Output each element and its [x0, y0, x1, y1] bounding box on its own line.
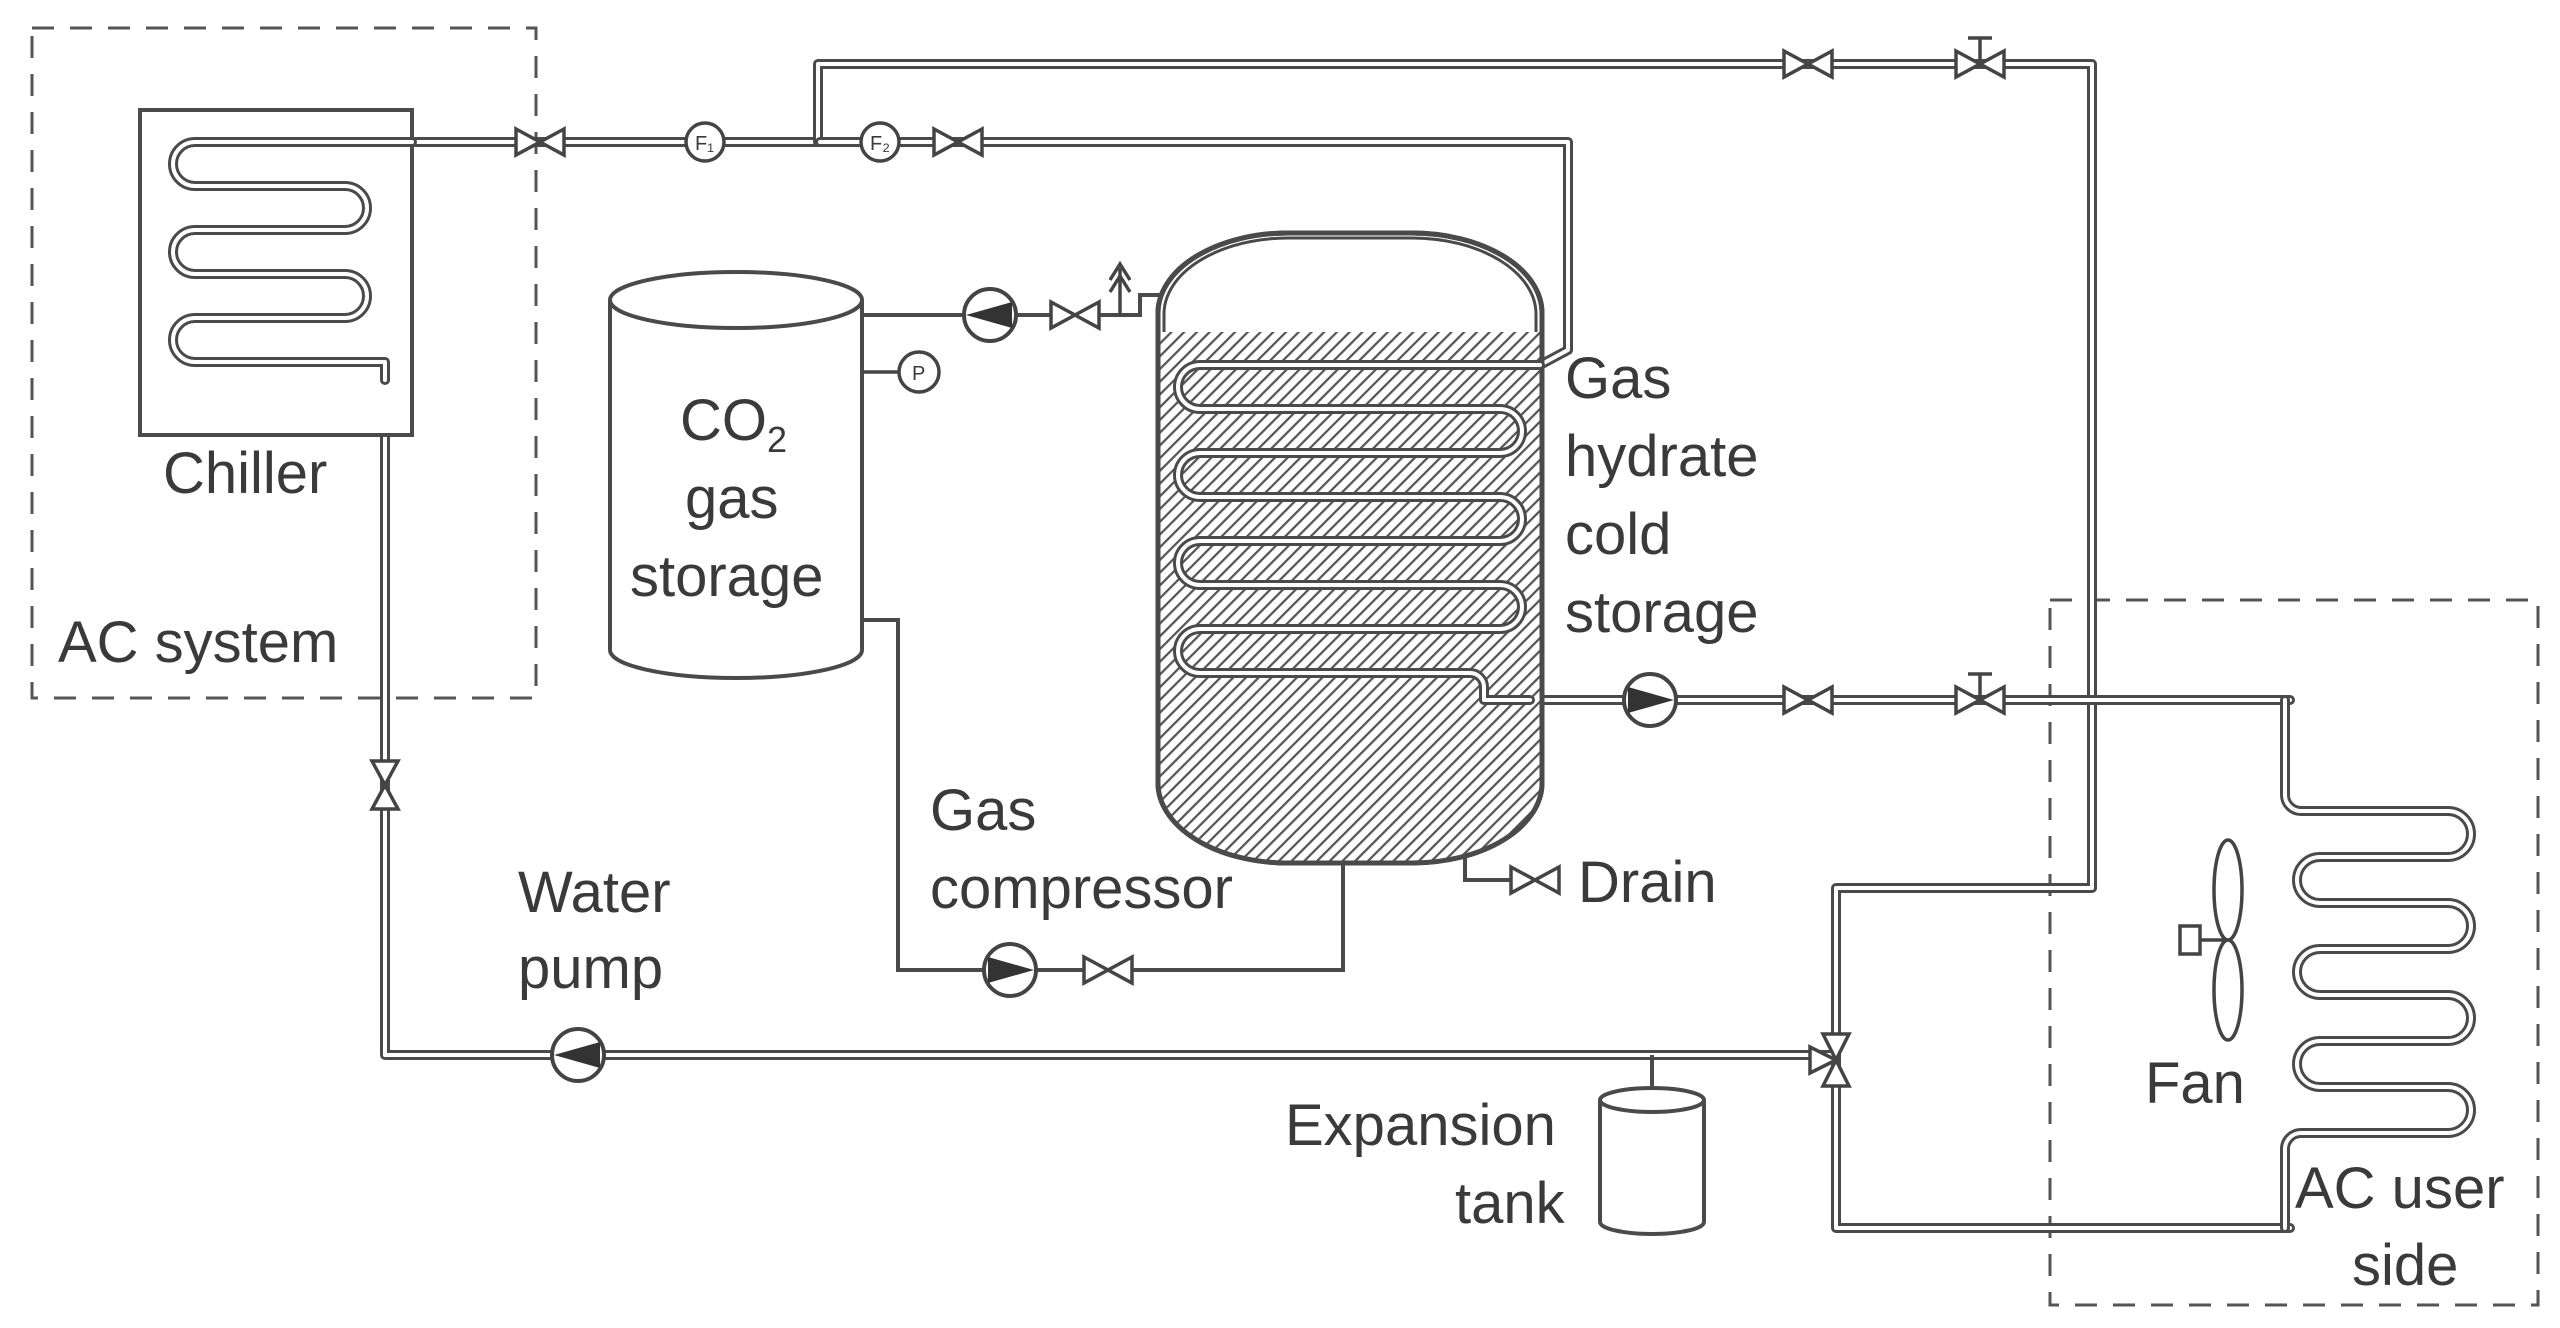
- water-pump-icon: [550, 1027, 606, 1083]
- gas-compressor-icon: [982, 942, 1038, 998]
- water-pump-label-line2: pump: [518, 936, 663, 1001]
- cold-storage-label-line3: cold: [1565, 502, 1671, 567]
- pressure-gauge-icon: P: [862, 350, 941, 394]
- ac-system-label: AC system: [58, 610, 338, 675]
- co2-storage-label-line2: gas: [685, 466, 779, 531]
- cold-storage-label-line1: Gas: [1565, 346, 1671, 411]
- fan-label: Fan: [2145, 1051, 2245, 1116]
- ac-user-side-label-line2: side: [2352, 1233, 2458, 1298]
- fan-icon: [2178, 838, 2244, 1042]
- svg-text:F₂: F₂: [870, 133, 890, 155]
- co2-storage-label-line3: storage: [630, 544, 823, 609]
- svg-text:P: P: [912, 363, 925, 385]
- user-side-coil: [2280, 695, 2476, 1233]
- ac-system-boundary: [30, 26, 538, 700]
- three-way-valve-icon: [1808, 1032, 1852, 1088]
- chiller-outlet-valve-icon: [514, 127, 566, 157]
- return-valve-icon: [370, 759, 400, 811]
- svg-text:F₁: F₁: [695, 133, 714, 155]
- supply-valve-icon: [1782, 685, 1834, 715]
- chiller-label: Chiller: [163, 441, 327, 506]
- bypass-control-valve-icon: [1954, 36, 2006, 79]
- pipe-network: [380, 59, 2295, 1233]
- gas-pump-icon: [962, 287, 1018, 343]
- bypass-valve-icon: [1782, 49, 1834, 79]
- cold-storage-label-line2: hydrate: [1565, 424, 1758, 489]
- co2-storage-label: CO2: [680, 388, 787, 460]
- water-pump-label-line1: Water: [518, 860, 671, 925]
- drain-valve-icon: [1509, 865, 1561, 895]
- header-valve-icon: [932, 127, 984, 157]
- flow-meter-f2-icon: F₂: [859, 121, 901, 163]
- compressor-valve-icon: [1082, 955, 1134, 985]
- chiller: Chiller: [138, 108, 417, 506]
- compressor-label-line1: Gas: [930, 778, 1036, 843]
- expansion-tank: [1598, 1086, 1706, 1236]
- expansion-tank-label-line2: tank: [1455, 1171, 1566, 1236]
- compressor-label-line2: compressor: [930, 856, 1233, 921]
- relief-valve-icon: [1108, 260, 1132, 315]
- gas-hydrate-cold-storage: [1155, 230, 1545, 866]
- flow-meter-f1-icon: F₁: [684, 121, 726, 163]
- gas-line-valve-icon: [1049, 300, 1101, 330]
- cold-storage-label-line4: storage: [1565, 580, 1758, 645]
- circulation-pump-icon: [1622, 672, 1678, 728]
- drain-label: Drain: [1578, 850, 1717, 915]
- supply-control-valve-icon: [1954, 672, 2006, 715]
- ac-user-side-boundary: [2048, 598, 2540, 1307]
- expansion-tank-label-line1: Expansion: [1285, 1093, 1556, 1158]
- ac-user-side-label-line1: AC user: [2295, 1156, 2505, 1221]
- co2-gas-storage: CO2 gas storage: [608, 270, 864, 680]
